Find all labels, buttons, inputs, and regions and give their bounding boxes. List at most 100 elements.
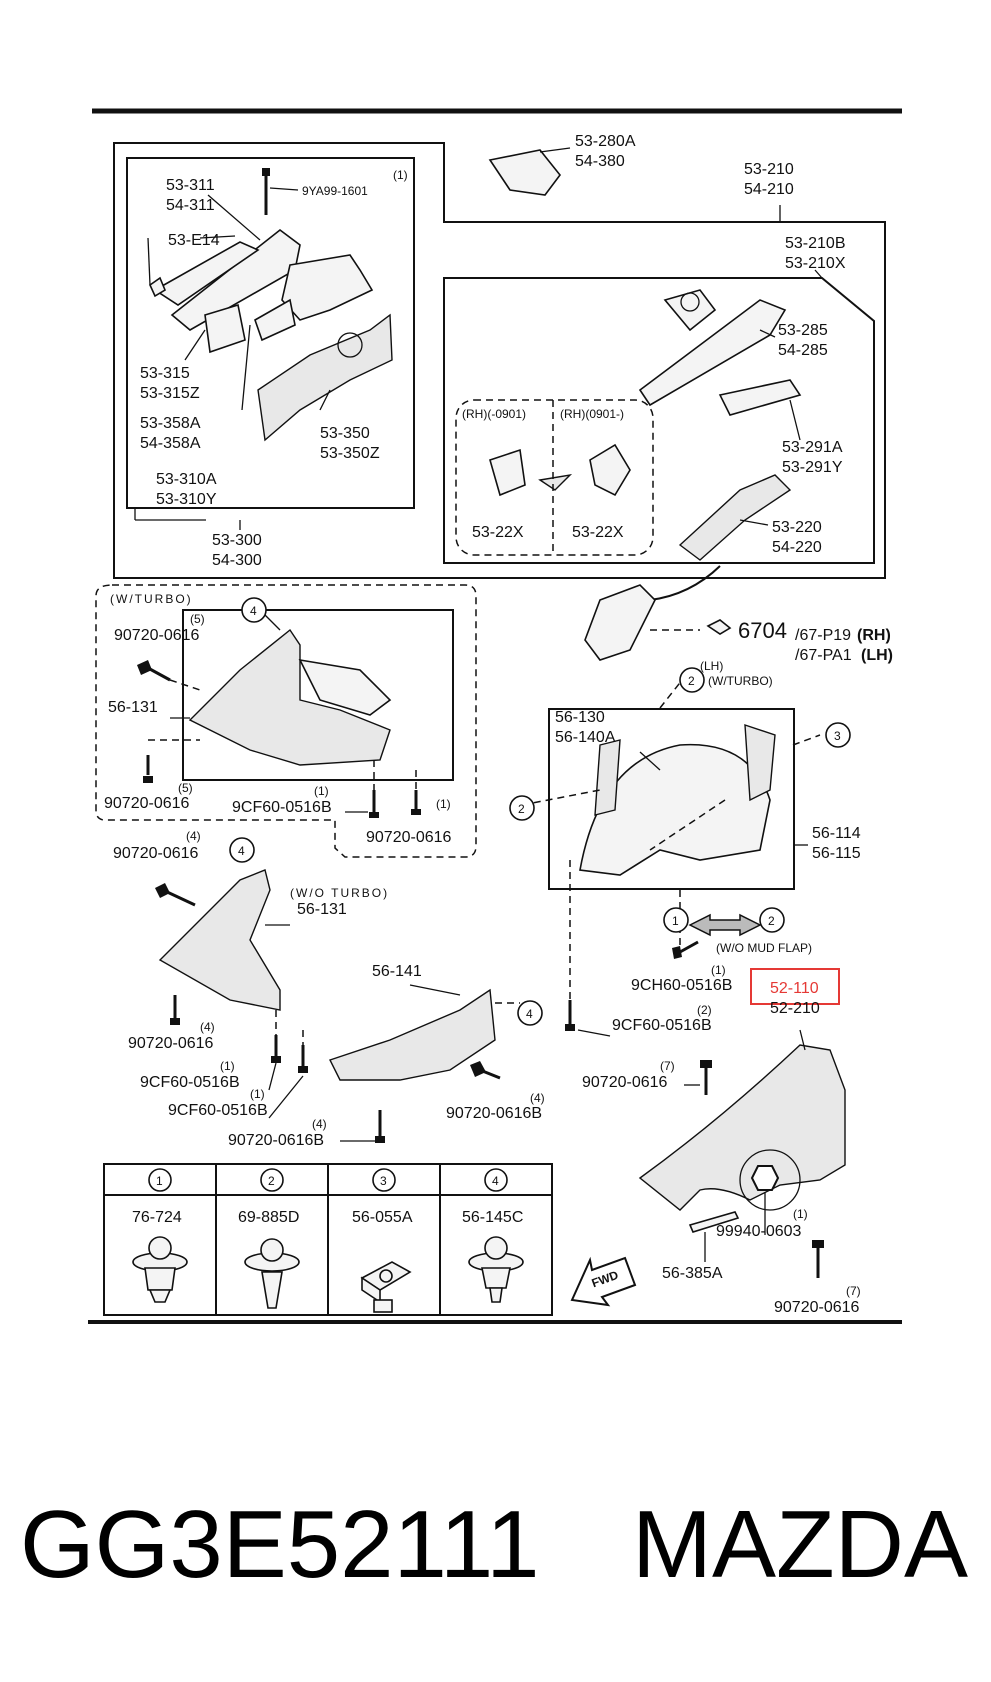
part-label: 56-141 <box>372 963 422 980</box>
clip-76-724-icon <box>132 1236 188 1303</box>
qty-label: (7) <box>660 1059 675 1073</box>
part-label: 90720-0616 <box>582 1074 668 1091</box>
part-label: 53-310A <box>156 471 217 488</box>
part-label: 9CF60-0516B <box>168 1102 268 1119</box>
part-label: 54-220 <box>772 539 822 556</box>
part-label: 53-210B <box>785 235 846 252</box>
part-label: 90720-0616 <box>114 627 200 644</box>
part-label: 53-E14 <box>168 232 220 249</box>
part-label: 54-300 <box>212 552 262 569</box>
part-label: 56-115 <box>812 845 861 862</box>
under-cover-no-turbo <box>158 869 281 1011</box>
marker-circle <box>517 1000 543 1026</box>
turbo-dashed-frame <box>95 584 477 858</box>
part-label: /67-P19 <box>795 627 851 644</box>
part-label: 90720-0616 <box>128 1035 214 1052</box>
circle-label: 4 <box>238 844 245 858</box>
qty-label: (2) <box>697 1003 712 1017</box>
brand-text: MAZDA <box>632 1491 968 1598</box>
part-label: 53-291A <box>782 439 843 456</box>
marker-circle <box>825 722 851 748</box>
marker-circle <box>663 907 689 933</box>
bolt-90720-turbo-right <box>411 790 421 815</box>
part-label: 9CF60-0516B <box>140 1074 240 1091</box>
legend-part-label: 56-055A <box>352 1209 413 1226</box>
part-label: 54-210 <box>744 181 794 198</box>
fwd-arrow-icon <box>570 1256 637 1307</box>
part-label: 53-350Z <box>320 445 380 462</box>
screw-9cf60-turbo <box>369 790 379 818</box>
part-label: 90720-0616 <box>113 845 199 862</box>
clip-56-145c-icon <box>468 1236 524 1303</box>
part-label: 54-358A <box>140 435 201 452</box>
part-label: 53-210 <box>744 161 794 178</box>
variant-tag: (W/TURBO) <box>110 592 193 606</box>
qty-label: (4) <box>312 1117 327 1131</box>
part-label: 56-131 <box>297 901 347 918</box>
highlighted-part-label: 52-110 <box>770 980 819 997</box>
footer: GG3E52111 MAZDA <box>0 1490 991 1610</box>
circle-label: 2 <box>518 802 525 816</box>
qty-label: (1) <box>793 1207 808 1221</box>
bolt-90720-no-turbo-top <box>155 883 196 907</box>
circle-label: 3 <box>380 1174 387 1188</box>
part-label: 6704 <box>738 618 787 643</box>
part-label: 9CH60-0516B <box>631 977 732 994</box>
part-label: 54-311 <box>166 197 215 214</box>
front-fender <box>638 1044 846 1211</box>
part-label: 54-285 <box>778 342 828 359</box>
left-subframe <box>126 157 415 509</box>
part-label: 53-210X <box>785 255 846 272</box>
circle-label: 2 <box>688 674 695 688</box>
circle-label: 2 <box>268 1174 275 1188</box>
screw-9ch60 <box>672 940 699 959</box>
apron-assembly <box>488 149 802 561</box>
fender-liner <box>579 724 776 876</box>
marker-circle <box>148 1168 172 1192</box>
marker-circle <box>372 1168 396 1192</box>
variant-tag: (W/O TURBO) <box>290 886 389 900</box>
qty-label: (5) <box>178 781 193 795</box>
part-label: 56-385A <box>662 1265 723 1282</box>
bolt-90720-0616b-a <box>470 1061 501 1080</box>
part-label: 56-131 <box>108 699 158 716</box>
under-cover-56-141 <box>329 988 496 1081</box>
variant-tag: (RH)(0901-) <box>560 407 624 421</box>
part-label: 9CF60-0516B <box>612 1017 712 1034</box>
right-subframe <box>443 277 875 564</box>
qty-label: (1) <box>314 784 329 798</box>
part-label: 53-300 <box>212 532 262 549</box>
part-label: 90720-0616B <box>446 1105 542 1122</box>
part-label: 56-130 <box>555 709 605 726</box>
part-label: 56-114 <box>812 825 861 842</box>
part-label: 53-285 <box>778 322 828 339</box>
part-label: 54-380 <box>575 153 625 170</box>
marker-circle <box>484 1168 508 1192</box>
variant-tag: (RH)(-0901) <box>462 407 526 421</box>
part-label: 53-291Y <box>782 459 843 476</box>
part-label: 56-140A <box>555 729 616 746</box>
liner-frame <box>548 708 795 890</box>
highlight-box <box>750 968 840 1005</box>
circle-label: 4 <box>526 1007 533 1021</box>
bolt-90720-no-turbo-left <box>170 995 180 1025</box>
side-reinforcement <box>584 584 656 661</box>
part-label: 53-22X <box>572 524 624 541</box>
part-label: 53-350 <box>320 425 370 442</box>
under-cover-turbo <box>188 628 392 766</box>
variant-tag: (LH) <box>700 659 723 673</box>
qty-label: (1) <box>220 1059 235 1073</box>
legend-part-label: 56-145C <box>462 1209 523 1226</box>
variant-tag: (W/O MUD FLAP) <box>716 941 812 955</box>
part-label: 53-280A <box>575 133 636 150</box>
qty-label: (7) <box>846 1284 861 1298</box>
part-label: 99940-0603 <box>716 1223 802 1240</box>
part-label: 9CF60-0516B <box>232 799 332 816</box>
qty-label: (4) <box>200 1020 215 1034</box>
qty-label: (1) <box>393 168 408 182</box>
screw-9cf60-liner <box>565 1000 575 1031</box>
bolt-90720-fender-bottom <box>812 1240 824 1278</box>
part-label: 53-22X <box>472 524 524 541</box>
moulding-56-385a <box>688 1211 740 1233</box>
